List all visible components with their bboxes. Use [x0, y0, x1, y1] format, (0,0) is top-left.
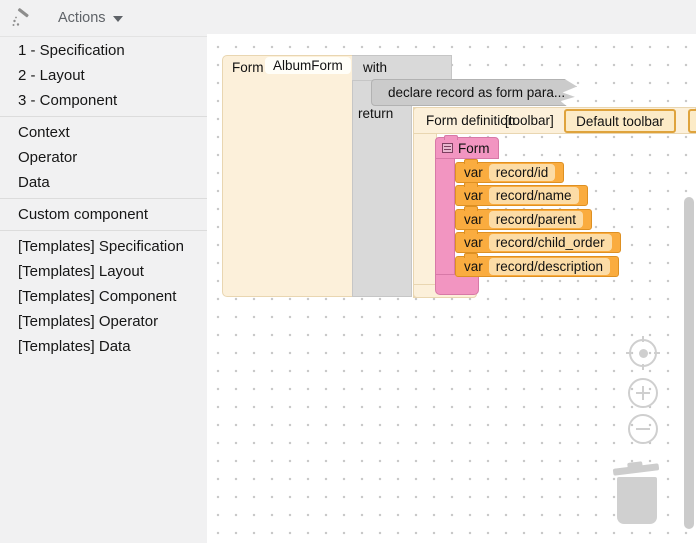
form-block-label: Form [232, 60, 264, 75]
form-definition-block-spine[interactable] [413, 107, 437, 298]
block-category-sidebar: 1 - Specification 2 - Layout 3 - Compone… [0, 38, 207, 359]
var-keyword: var [464, 235, 483, 250]
var-block-record-child-order[interactable]: var record/child_order [455, 229, 621, 253]
var-field[interactable]: record/parent [488, 211, 584, 228]
sidebar-item-layout[interactable]: 2 - Layout [18, 67, 85, 84]
with-label: with [363, 60, 388, 75]
record-form-label: Form [458, 140, 490, 156]
minus-icon [636, 428, 650, 430]
sidebar-item-data[interactable]: Data [18, 174, 50, 191]
actions-label: Actions [58, 10, 106, 26]
form-name-field[interactable]: AlbumForm [265, 57, 351, 74]
clipped-block-edge[interactable] [688, 109, 696, 133]
sidebar-divider [0, 198, 207, 199]
toolbar-divider [0, 36, 207, 37]
sidebar-divider [0, 116, 207, 117]
blockly-workspace[interactable]: Form AlbumForm with return declare recor… [207, 34, 696, 543]
var-block-record-id[interactable]: var record/id [455, 159, 565, 183]
crosshair-tick [642, 364, 644, 370]
magic-wand-icon[interactable] [11, 8, 31, 28]
sidebar-divider [0, 230, 207, 231]
mutator-icon[interactable] [442, 143, 453, 153]
return-label: return [358, 106, 394, 121]
chevron-down-icon [112, 16, 123, 22]
sidebar-item-templates-layout[interactable]: [Templates] Layout [18, 263, 144, 280]
zoom-out-button[interactable] [628, 414, 658, 444]
crosshair-tick [654, 352, 660, 354]
sidebar-item-templates-operator[interactable]: [Templates] Operator [18, 313, 159, 330]
var-field[interactable]: record/description [488, 258, 611, 275]
var-keyword: var [464, 259, 483, 274]
form-definition-label: Form definition [426, 113, 516, 128]
crosshair-target-icon [638, 348, 648, 358]
sidebar-item-operator[interactable]: Operator [18, 149, 78, 166]
var-keyword: var [464, 188, 483, 203]
var-field[interactable]: record/name [488, 187, 579, 204]
sidebar-item-templates-specification[interactable]: [Templates] Specification [18, 238, 184, 255]
var-block-record-description[interactable]: var record/description [455, 253, 620, 277]
crosshair-tick [642, 336, 644, 342]
toolbar-param-label: [toolbar] [505, 113, 554, 128]
sidebar-item-templates-component[interactable]: [Templates] Component [18, 288, 177, 305]
collapsed-declare-record-block[interactable]: declare record as form para... [371, 79, 577, 106]
record-form-block-bottom[interactable] [435, 274, 479, 295]
trash-lid-icon [612, 463, 660, 476]
zoom-in-button[interactable] [628, 378, 658, 408]
var-field[interactable]: record/child_order [488, 234, 612, 251]
trash-button[interactable] [612, 462, 661, 526]
sidebar-item-component[interactable]: 3 - Component [18, 92, 118, 109]
var-keyword: var [464, 165, 483, 180]
var-block-record-parent[interactable]: var record/parent [455, 206, 593, 230]
actions-menu-button[interactable]: Actions [58, 10, 123, 26]
sidebar-item-context[interactable]: Context [18, 124, 70, 141]
trash-body-icon [617, 477, 657, 524]
var-block-record-name[interactable]: var record/name [455, 182, 588, 206]
sidebar-item-templates-data[interactable]: [Templates] Data [18, 338, 131, 355]
default-toolbar-block[interactable]: Default toolbar [564, 109, 676, 133]
record-form-block-spine[interactable] [435, 158, 455, 275]
plus-icon-bar [642, 386, 644, 400]
sidebar-item-specification[interactable]: 1 - Specification [18, 42, 125, 59]
crosshair-tick [626, 352, 632, 354]
toolbar: Actions [0, 0, 207, 36]
sidebar-item-custom-component[interactable]: Custom component [18, 206, 149, 223]
record-form-block[interactable]: Form [435, 135, 499, 159]
zoom-reset-button[interactable] [626, 336, 660, 370]
vertical-scrollbar[interactable] [684, 197, 694, 529]
var-keyword: var [464, 212, 483, 227]
var-field[interactable]: record/id [488, 164, 556, 181]
